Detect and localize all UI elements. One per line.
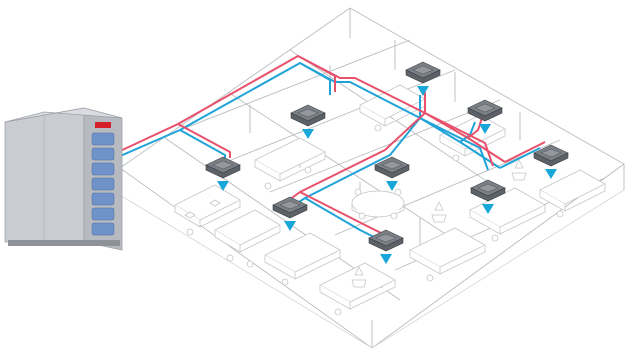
indoor-cassette-units — [205, 61, 569, 264]
airflow-arrow-icon — [545, 169, 557, 179]
indoor-cassette-unit — [405, 61, 441, 96]
airflow-arrow-icon — [302, 129, 314, 139]
indoor-cassette-unit — [368, 229, 404, 264]
airflow-arrow-icon — [482, 204, 494, 214]
indoor-cassette-unit — [205, 156, 241, 191]
indoor-cassette-unit — [467, 99, 503, 134]
indoor-cassette-unit — [290, 104, 326, 139]
chairs — [186, 124, 564, 316]
desk-cluster-west — [174, 184, 241, 228]
desk-cluster-north — [359, 84, 506, 157]
airflow-arrow-icon — [417, 86, 429, 96]
indoor-cassette-unit — [374, 156, 410, 191]
outdoor-unit — [4, 107, 123, 251]
desk-cluster-center — [254, 137, 326, 182]
outdoor-unit-side — [4, 107, 85, 243]
airflow-arrow-icon — [380, 254, 392, 264]
airflow-arrow-icon — [479, 124, 491, 134]
desk-cluster-west-2 — [214, 209, 281, 253]
refrigerant-piping — [117, 55, 546, 241]
plants — [351, 159, 527, 288]
airflow-arrow-icon — [217, 181, 229, 191]
desk-cluster-east — [409, 169, 606, 275]
airflow-arrow-icon — [386, 181, 398, 191]
airflow-arrow-icon — [284, 221, 296, 231]
outdoor-unit-top — [4, 107, 123, 123]
indoor-cassette-unit — [272, 196, 308, 231]
meeting-table — [351, 190, 405, 218]
indoor-cassette-unit — [533, 144, 569, 179]
outdoor-unit-base — [8, 240, 120, 246]
supply-pipe — [117, 55, 546, 236]
office-furniture — [174, 84, 606, 316]
floor-base-edge — [119, 189, 625, 349]
fan-grilles — [91, 132, 115, 236]
brand-logo — [95, 122, 111, 128]
indoor-cassette-unit — [470, 179, 506, 214]
